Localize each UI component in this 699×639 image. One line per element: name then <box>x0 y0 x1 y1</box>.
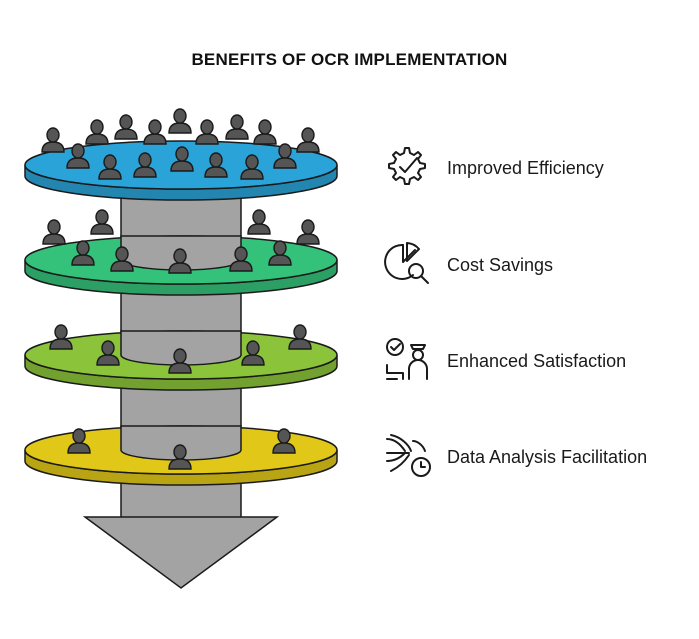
person-figure <box>272 428 296 454</box>
person-figure <box>168 348 192 374</box>
person-figure <box>49 324 73 350</box>
person-figure <box>114 114 138 140</box>
benefit-label: Data Analysis Facilitation <box>447 446 648 467</box>
disc-enhanced-satisfaction <box>24 324 338 391</box>
person-figure <box>71 240 95 266</box>
person-figure <box>42 219 66 245</box>
pie-chart-magnifier-icon <box>383 239 435 291</box>
down-arrow <box>82 516 280 589</box>
benefit-enhanced-satisfaction: Enhanced Satisfaction <box>383 335 626 387</box>
disc-cost-savings <box>24 209 338 296</box>
benefit-label: Cost Savings <box>447 254 554 275</box>
person-figure <box>168 108 192 134</box>
person-figure <box>66 143 90 169</box>
customer-service-check-icon <box>383 335 435 387</box>
benefit-improved-efficiency: Improved Efficiency <box>383 142 604 194</box>
person-figure <box>241 340 265 366</box>
person-figure <box>240 154 264 180</box>
page-title: BENEFITS OF OCR IMPLEMENTATION <box>191 50 508 69</box>
benefit-label: Improved Efficiency <box>447 157 604 178</box>
person-figure <box>247 209 271 235</box>
person-figure <box>90 209 114 235</box>
person-figure <box>168 248 192 274</box>
person-figure <box>296 127 320 153</box>
person-figure <box>195 119 219 145</box>
person-figure <box>67 428 91 454</box>
person-figure <box>296 219 320 245</box>
person-figure <box>98 154 122 180</box>
person-figure <box>96 340 120 366</box>
disc-data-analysis <box>24 425 338 486</box>
person-figure <box>110 246 134 272</box>
person-figure <box>288 324 312 350</box>
gear-check-icon <box>383 142 435 194</box>
person-figure <box>229 246 253 272</box>
person-figure <box>170 146 194 172</box>
benefit-data-analysis: Data Analysis Facilitation <box>383 431 647 483</box>
person-figure <box>168 444 192 470</box>
person-figure <box>143 119 167 145</box>
benefit-cost-savings: Cost Savings <box>383 239 553 291</box>
person-figure <box>204 152 228 178</box>
person-figure <box>225 114 249 140</box>
person-figure <box>85 119 109 145</box>
person-figure <box>273 143 297 169</box>
disc-improved-efficiency <box>24 108 338 201</box>
wind-clock-icon <box>383 431 435 483</box>
person-figure <box>41 127 65 153</box>
person-figure <box>253 119 277 145</box>
person-figure <box>133 152 157 178</box>
person-figure <box>268 240 292 266</box>
benefit-label: Enhanced Satisfaction <box>447 350 627 371</box>
